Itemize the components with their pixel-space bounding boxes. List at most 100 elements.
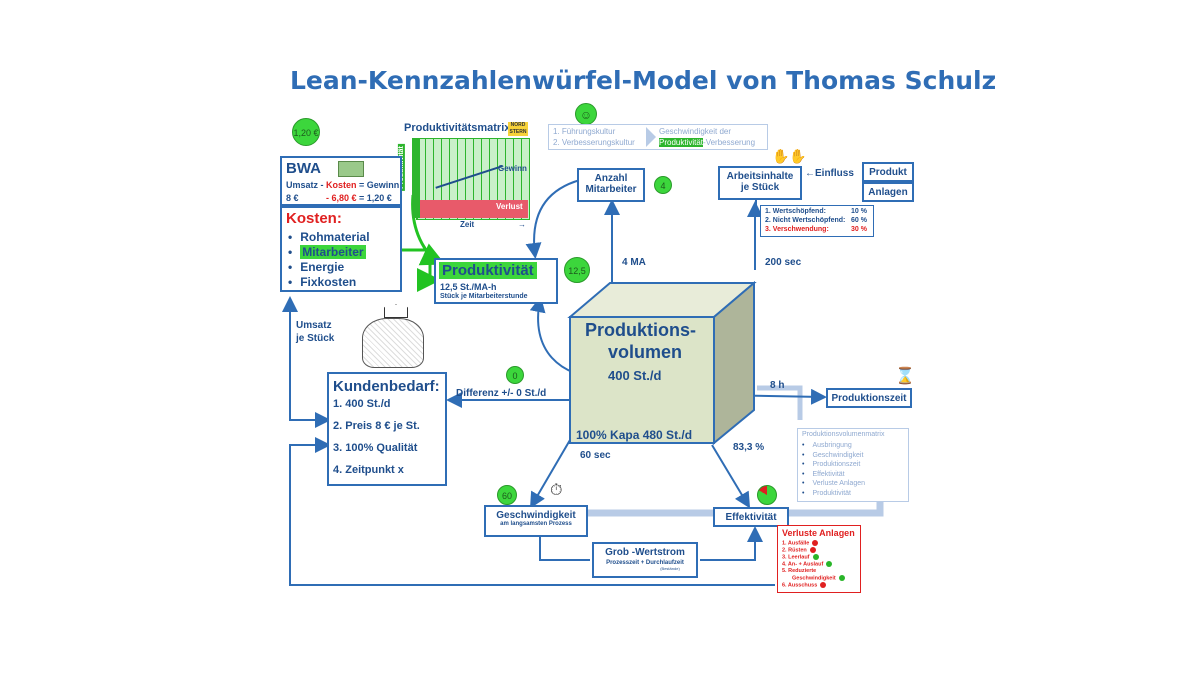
kultur-line1: 1. Führungskultur: [553, 127, 616, 136]
wert-row3: 3. Verschwendung:: [765, 226, 829, 233]
h8-label: 8 h: [770, 380, 785, 391]
produktivitaet-line1: 12,5 St./MA-h: [440, 282, 497, 292]
verluste-item-row: 5. Reduzierte: [782, 568, 816, 574]
wert-value3: 30 %: [851, 226, 867, 233]
produkt-label: Produkt: [869, 167, 907, 178]
bwa-kosten-value: - 6,80 €: [326, 193, 357, 203]
wertschoepfung-box: 1. Wertschöpfend: 10 % 2. Nicht Wertschö…: [760, 205, 874, 237]
bwa-result-circle: 1,20 €: [292, 118, 320, 146]
stopwatch-icon: ⏱: [550, 482, 563, 499]
verluste-item-row: 6. Ausschuss: [782, 582, 827, 588]
differenz-label: Differenz +/- 0 St./d: [456, 388, 547, 399]
bwa-row1: Umsatz - Kosten = Gewinn: [286, 180, 399, 190]
wertstrom-sub: Prozesszeit + Durchlaufzeit: [606, 560, 684, 566]
status-red-icon: [820, 582, 827, 588]
wert-row2: 2. Nicht Wertschöpfend:: [765, 217, 845, 224]
verluste-item: 4. An- + Auslauf: [782, 561, 824, 568]
kultur-smiley-circle: ☺: [575, 103, 597, 125]
matrix-verlust: Verlust: [496, 202, 523, 211]
mitarbeiter-circle: 4: [654, 176, 672, 194]
hourglass-icon: ⌛: [895, 368, 915, 385]
anlagen-label: Anlagen: [868, 187, 908, 198]
kunde-koenig-illustration: [350, 300, 430, 370]
produktivitaetsmatrix: Produktivitätsmatrix NORD STERN Produkti…: [397, 120, 530, 230]
pvm-item: Produktionszeit: [802, 460, 865, 470]
produktivitaet-circle: 12,5: [564, 257, 590, 283]
kultur-right2-rest: -Verbesserung: [703, 138, 756, 147]
kosten-item: Fixkosten: [288, 275, 370, 290]
kultur-right1: Geschwindigkeit der: [659, 127, 732, 136]
verluste-item-row: 4. An- + Auslauf: [782, 561, 833, 568]
verluste-item: 2. Rüsten: [782, 547, 807, 554]
kosten-item: Mitarbeiter: [288, 245, 370, 260]
effektivitaet-label: Effektivität: [725, 512, 777, 523]
kultur-box: 1. Führungskultur 2. Verbesserungskultur…: [548, 124, 768, 150]
verluste-item: Geschwindigkeit: [792, 575, 836, 582]
verluste-anlagen-box: Verluste Anlagen 1. Ausfälle 2. Rüsten 3…: [777, 525, 861, 593]
matrix-green-band: [412, 138, 420, 218]
wert-value1: 10 %: [851, 208, 867, 215]
produktionszeit-label: Produktionszeit: [831, 393, 907, 404]
matrix-title: Produktivitätsmatrix: [404, 122, 511, 134]
produkt-box: Produkt: [862, 162, 914, 182]
verluste-item-row: Geschwindigkeit: [792, 575, 845, 581]
verluste-item: 1. Ausfälle: [782, 540, 810, 547]
cube-volume: 400 St./d: [608, 368, 662, 383]
kultur-arrow: [646, 127, 656, 147]
effektivitaet-box: Effektivität: [713, 507, 789, 527]
ma-label: 4 MA: [622, 257, 646, 268]
pvm-list: Ausbringung Geschwindigkeit Produktionsz…: [802, 441, 865, 498]
kosten-item: Rohmaterial: [288, 230, 369, 245]
geschwindigkeit-title: Geschwindigkeit: [496, 510, 576, 521]
kultur-line2: 2. Verbesserungskultur: [553, 138, 635, 147]
sec60-label: 60 sec: [580, 450, 611, 461]
pvm-item: Ausbringung: [802, 441, 865, 451]
matrix-badge: NORD STERN: [508, 122, 528, 136]
geschwindigkeit-box: Geschwindigkeit am langsamsten Prozess: [484, 505, 588, 537]
kosten-item: Energie: [288, 260, 370, 275]
anlagen-box: Anlagen: [862, 182, 914, 202]
verluste-item: 5. Reduzierte: [782, 568, 817, 574]
bwa-umsatz-value: 8 €: [286, 193, 299, 203]
wert-value2: 60 %: [851, 217, 867, 224]
produktivitaet-line2: Stück je Mitarbeiterstunde: [440, 293, 528, 300]
wert-row1: 1. Wertschöpfend:: [765, 208, 826, 215]
page-title: Lean-Kennzahlenwürfel-Model von Thomas S…: [290, 66, 997, 95]
kosten-list: Rohmaterial Mitarbeiter Energie Fixkoste…: [288, 230, 370, 290]
pvm-item: Geschwindigkeit: [802, 451, 865, 461]
cube-title-line2: volumen: [608, 342, 683, 362]
anzahl-line1: Anzahl: [594, 173, 628, 184]
produktionsvolumenmatrix-box: Produktionsvolumenmatrix Ausbringung Ges…: [797, 428, 909, 502]
crown-icon: [384, 304, 408, 318]
kundenbedarf-item: 1. 400 St./d: [333, 398, 391, 410]
bwa-title: BWA: [286, 160, 321, 177]
kundenbedarf-box: Kundenbedarf: 1. 400 St./d 2. Preis 8 € …: [327, 372, 447, 486]
matrix-zeit: Zeit: [460, 220, 475, 229]
kundenbedarf-item: 4. Zeitpunkt x: [333, 464, 404, 476]
bwa-umsatz: Umsatz -: [286, 180, 327, 190]
kundenbedarf-item: 3. 100% Qualität: [333, 442, 418, 454]
bwa-row2: 8 €- 6,80 € = 1,20 €: [286, 193, 392, 203]
wert-label2: 2. Nicht Wertschöpfend:: [765, 217, 846, 224]
status-green-icon: [826, 561, 833, 567]
status-green-icon: [812, 554, 819, 560]
verluste-item-row: 2. Rüsten: [782, 547, 816, 553]
umsatz-label-line1: Umsatz: [296, 320, 332, 331]
umsatz-label-line2: je Stück: [296, 333, 335, 344]
wertstrom-box: Grob -Wertstrom Prozesszeit + Durchlaufz…: [592, 542, 698, 578]
bwa-gewinn: = Gewinn: [356, 180, 400, 190]
matrix-gewinn: Gewinn: [498, 164, 527, 173]
anzahl-line2: Mitarbeiter: [585, 184, 637, 195]
matrix-verlust-area: [416, 200, 528, 218]
hands-icon: ✋✋: [772, 148, 807, 164]
wert-label3: 3. Verschwendung:: [765, 226, 829, 233]
sec200-label: 200 sec: [765, 257, 802, 268]
kundenbedarf-circle: 0: [506, 366, 524, 384]
bwa-kosten: Kosten: [326, 180, 357, 190]
pvm-item: Produktivität: [802, 489, 865, 499]
kundenbedarf-title: Kundenbedarf:: [333, 378, 440, 395]
matrix-zeit-arrow: →: [518, 220, 526, 229]
king-body: [362, 318, 424, 368]
arbeitsinhalte-line1: Arbeitsinhalte: [726, 171, 794, 182]
pct83-label: 83,3 %: [733, 442, 765, 453]
